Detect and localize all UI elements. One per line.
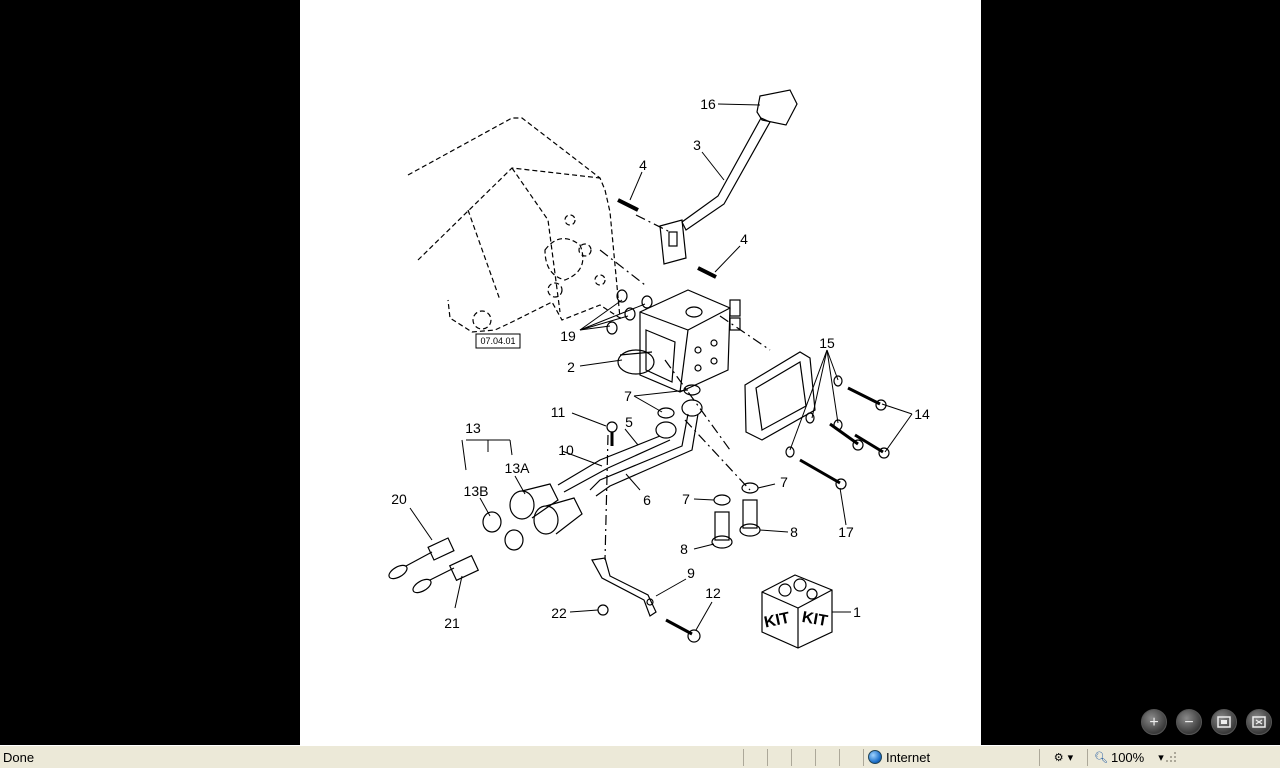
callout-20: 20	[391, 491, 407, 507]
callout-19: 19	[560, 328, 576, 344]
browser-status-bar: Done Internet ⚙▾ 🔍︎ 100% ▾	[0, 745, 1280, 768]
kit-box	[761, 574, 833, 649]
quick-couplers	[482, 483, 583, 551]
callout-12: 12	[705, 585, 721, 601]
callout-8-left: 8	[680, 541, 688, 557]
fit-page-button[interactable]	[1211, 709, 1237, 735]
zoom-out-button[interactable]: −	[1176, 709, 1202, 735]
status-pane	[791, 748, 815, 766]
callout-1: 1	[853, 604, 861, 620]
callout-7-left: 7	[682, 491, 690, 507]
zoom-level-button[interactable]: 🔍︎ 100% ▾	[1087, 748, 1165, 766]
pins	[617, 198, 717, 279]
leader-lines	[409, 103, 913, 631]
lever-knob	[756, 89, 798, 126]
callout-9: 9	[687, 565, 695, 581]
fullscreen-button[interactable]	[1246, 709, 1272, 735]
o-rings	[606, 289, 653, 335]
fullscreen-icon	[1252, 716, 1266, 728]
callout-13a: 13A	[505, 460, 531, 476]
callout-7-upper: 7	[624, 388, 632, 404]
callout-22: 22	[551, 605, 567, 621]
sealing-washers	[657, 384, 759, 506]
status-pane	[767, 748, 791, 766]
mounting-bracket	[591, 557, 657, 617]
viewer-zoom-toolbar: + −	[1141, 709, 1272, 735]
reference-box	[475, 333, 521, 349]
dust-caps	[388, 537, 480, 594]
callout-6: 6	[643, 492, 651, 508]
chevron-down-icon: ▾	[1158, 751, 1164, 764]
status-pane	[815, 748, 839, 766]
bolts	[785, 375, 890, 490]
kit-label-left: KIT	[763, 610, 792, 632]
reference-box-label: 07.04.01	[480, 336, 515, 346]
protected-mode-button[interactable]: ⚙▾	[1039, 748, 1087, 766]
chevron-down-icon: ▾	[1067, 751, 1074, 764]
fasteners	[597, 421, 701, 643]
callout-11: 11	[551, 404, 566, 420]
callout-3: 3	[693, 137, 701, 153]
callout-labels: 16 3 4 4 19 2 15 14 7 11 5 13 10 13A 7 1…	[391, 96, 930, 631]
fit-page-icon	[1217, 716, 1231, 728]
parts-diagram-sheet: 07.04.01 KIT KIT 16 3 4 4 19 2 15 14 7 1…	[300, 0, 981, 745]
banjo-bolts	[711, 499, 761, 549]
callout-7-right: 7	[780, 474, 788, 490]
globe-icon	[868, 750, 882, 764]
kit-label-right: KIT	[801, 609, 830, 630]
document-viewport[interactable]: 07.04.01 KIT KIT 16 3 4 4 19 2 15 14 7 1…	[0, 0, 1280, 745]
callout-5: 5	[625, 414, 633, 430]
control-valve	[617, 289, 741, 393]
status-pane	[743, 748, 767, 766]
control-lever	[659, 117, 771, 265]
callout-8-right: 8	[790, 524, 798, 540]
callout-14: 14	[914, 406, 930, 422]
callout-13b: 13B	[464, 483, 489, 499]
zoom-level-label: 100%	[1110, 749, 1145, 765]
parts-diagram: 07.04.01 KIT KIT 16 3 4 4 19 2 15 14 7 1…	[388, 89, 930, 649]
alignment-lines	[599, 214, 771, 561]
callout-13: 13	[465, 420, 481, 436]
callout-4-lower: 4	[740, 231, 748, 247]
gear-icon: ⚙	[1053, 751, 1064, 764]
callout-21: 21	[444, 615, 460, 631]
hydraulic-pipes	[557, 399, 703, 497]
security-zone[interactable]: Internet	[863, 748, 1039, 766]
cover-plate	[744, 351, 816, 441]
callout-10: 10	[558, 442, 574, 458]
zoom-in-button[interactable]: +	[1141, 709, 1167, 735]
callout-17: 17	[838, 524, 854, 540]
security-zone-label: Internet	[886, 749, 931, 765]
callout-4-upper: 4	[639, 157, 647, 173]
status-text: Done	[3, 749, 35, 765]
magnifier-icon: 🔍︎	[1094, 751, 1108, 764]
transmission-housing	[407, 117, 621, 333]
callout-16: 16	[700, 96, 716, 112]
callout-2: 2	[567, 359, 575, 375]
callout-15: 15	[819, 335, 835, 351]
status-pane	[839, 748, 863, 766]
resize-grip-icon[interactable]	[1165, 749, 1183, 766]
resize-grip-dots	[1166, 752, 1176, 762]
